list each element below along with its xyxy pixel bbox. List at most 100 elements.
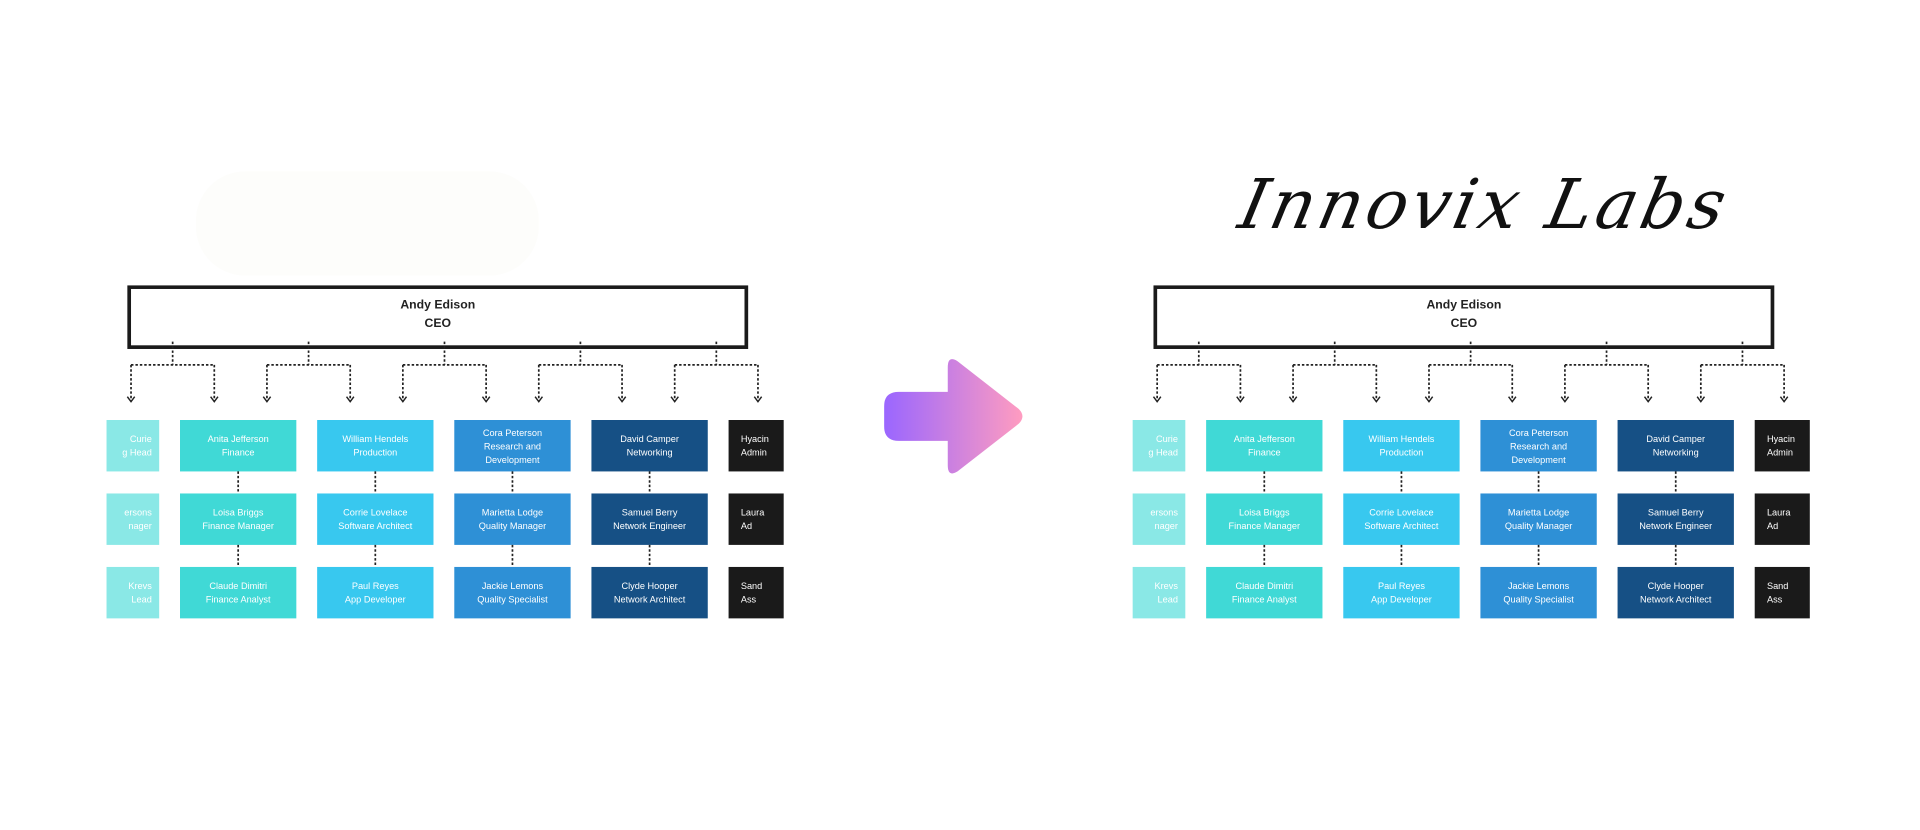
employee-name: Hyacin bbox=[740, 433, 769, 445]
employee-name: Anita Jefferson bbox=[207, 433, 269, 445]
employee-name: Anita Jefferson bbox=[1233, 433, 1295, 445]
arrowhead-icon bbox=[1152, 396, 1162, 403]
arrowhead-icon bbox=[398, 396, 408, 403]
arrowhead-icon bbox=[1696, 396, 1706, 403]
arrowhead-icon bbox=[534, 396, 544, 403]
arrowhead-icon bbox=[670, 396, 679, 403]
employee-name: Claude Dimitri bbox=[209, 580, 267, 592]
employee-name: Loisa Briggs bbox=[1239, 506, 1290, 518]
employee-role: Quality Manager bbox=[1504, 520, 1573, 532]
removed-logo-area bbox=[195, 171, 539, 276]
employee-role: Research and bbox=[1509, 440, 1568, 452]
employee-name: William Hendels bbox=[1368, 433, 1435, 445]
employee-name: Cora Peterson bbox=[1508, 426, 1569, 438]
employee-role: Production bbox=[353, 446, 398, 458]
employee-role: Software Architect bbox=[1364, 520, 1439, 532]
employee-role: Lead bbox=[131, 593, 152, 605]
employee-name: Sand bbox=[1766, 580, 1789, 592]
employee-name: ersons bbox=[124, 506, 152, 518]
employee-role: Quality Specialist bbox=[1503, 593, 1574, 605]
arrowhead-icon bbox=[753, 396, 763, 403]
right-arrow-icon bbox=[884, 359, 1023, 474]
employee-role: Quality Specialist bbox=[477, 593, 548, 605]
employee-role: Research and bbox=[483, 440, 542, 452]
arrowhead-icon bbox=[1236, 396, 1245, 403]
employee-name: Jackie Lemons bbox=[1507, 580, 1570, 592]
employee-name: Cora Peterson bbox=[482, 426, 543, 438]
employee-name: David Camper bbox=[620, 433, 679, 445]
employee-role: Finance bbox=[1247, 446, 1281, 458]
employee-role: Finance Analyst bbox=[205, 593, 271, 605]
employee-role: Network Architect bbox=[613, 593, 686, 605]
employee-name: Krevs bbox=[1154, 580, 1178, 592]
arrowhead-icon bbox=[210, 396, 219, 403]
employee-role: Production bbox=[1379, 446, 1424, 458]
employee-name: Marietta Lodge bbox=[481, 506, 544, 518]
employee-name: Loisa Briggs bbox=[212, 506, 264, 518]
employee-role: Lead bbox=[1157, 593, 1178, 605]
ceo-title: CEO bbox=[424, 317, 452, 331]
employee-name: Claude Dimitri bbox=[1235, 580, 1294, 592]
employee-role: Network Engineer bbox=[1639, 520, 1713, 532]
employee-role: Networking bbox=[626, 446, 673, 458]
employee-role: Admin bbox=[740, 446, 767, 458]
employee-role: nager bbox=[1154, 520, 1178, 532]
arrowhead-icon bbox=[126, 396, 136, 403]
employee-role: Finance bbox=[221, 446, 255, 458]
connector-lines bbox=[1152, 341, 1789, 567]
employee-role: Finance Analyst bbox=[1231, 593, 1297, 605]
employee-role: Admin bbox=[1766, 446, 1793, 458]
employee-role: Quality Manager bbox=[478, 520, 547, 532]
arrowhead-icon bbox=[1507, 396, 1517, 403]
employee-name: Sand bbox=[740, 580, 763, 592]
arrowhead-icon bbox=[345, 396, 355, 403]
arrowhead-icon bbox=[617, 396, 627, 403]
employee-name: Corrie Lovelace bbox=[1369, 506, 1434, 518]
company-logo: Innovix Labs bbox=[1232, 165, 1737, 245]
employee-name: Paul Reyes bbox=[351, 580, 399, 592]
employee-name: Curie bbox=[129, 433, 152, 445]
employee-role: Network Engineer bbox=[613, 520, 687, 532]
employee-name: Laura bbox=[740, 506, 765, 518]
employee-role: Finance Manager bbox=[1228, 520, 1301, 532]
employee-name: Krevs bbox=[128, 580, 152, 592]
employee-role: g Head bbox=[122, 446, 152, 458]
employee-name: Paul Reyes bbox=[1377, 580, 1425, 592]
arrowhead-icon bbox=[1560, 396, 1570, 403]
employee-role: Network Architect bbox=[1639, 593, 1712, 605]
employee-name: Jackie Lemons bbox=[481, 580, 544, 592]
employee-role: App Developer bbox=[344, 593, 406, 605]
employee-role: Ad bbox=[740, 520, 753, 532]
employee-name: William Hendels bbox=[342, 433, 409, 445]
employee-role: Finance Manager bbox=[202, 520, 274, 532]
employee-role: Development bbox=[1511, 453, 1566, 465]
arrowhead-icon bbox=[1372, 396, 1381, 403]
employee-role: g Head bbox=[1148, 446, 1178, 458]
